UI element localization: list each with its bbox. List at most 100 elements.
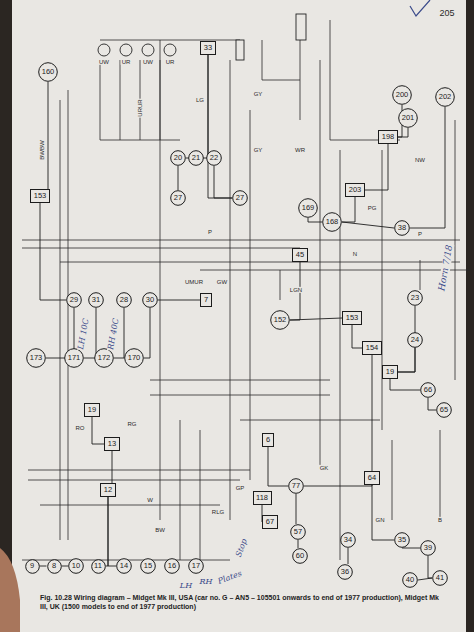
lamp-symbol: 65: [436, 402, 452, 418]
lamp-circle: [299, 199, 318, 218]
lamp-symbol: 60: [292, 548, 308, 564]
callout-number: 27: [236, 194, 244, 202]
lamp-symbol: 30: [142, 292, 158, 308]
wire-code: UR: [165, 59, 176, 65]
component-box: 13: [104, 437, 120, 451]
callout-number: 169: [302, 204, 315, 212]
lamp-symbols: [98, 14, 306, 60]
callout-number: 22: [210, 154, 218, 162]
callout-number: 11: [94, 562, 102, 570]
lamp-circle: [408, 291, 423, 306]
wire: [108, 497, 116, 566]
lamp-symbol: 202: [435, 87, 455, 107]
wire-code: GN: [375, 517, 386, 523]
wire: [402, 548, 420, 549]
figure-caption: Fig. 10.28 Wiring diagram – Midget Mk II…: [40, 594, 440, 612]
wire-code: UW: [98, 59, 110, 65]
lamp-symbol: 23: [407, 290, 423, 306]
callout-number: 203: [349, 186, 362, 194]
lamp-symbol: 171: [64, 348, 84, 368]
lamp-circle: [143, 293, 158, 308]
callout-number: 16: [168, 562, 176, 570]
wire-code: GK: [319, 465, 330, 471]
lamp-circle: [323, 213, 342, 232]
callout-number: 201: [402, 114, 415, 122]
wire: [410, 107, 445, 228]
component-box: 12: [100, 483, 116, 497]
callout-number: 14: [120, 562, 128, 570]
callout-number: 198: [382, 133, 395, 141]
lamp-circle: [399, 109, 418, 128]
wire-code: BW: [154, 527, 166, 533]
callout-number: 170: [128, 354, 141, 362]
callout-number: 9: [30, 562, 34, 570]
wire-code: RO: [75, 425, 86, 431]
lamp-circle: [27, 349, 46, 368]
wire: [428, 398, 436, 410]
lamp-circle: [338, 565, 353, 580]
component-box: 6: [262, 433, 274, 447]
lamp-circle: [421, 541, 436, 556]
wire-code: LGN: [289, 287, 303, 293]
wire: [296, 494, 297, 524]
lamp-symbol: 9: [25, 559, 40, 574]
callout-number: 171: [68, 354, 81, 362]
lamp-symbol: 20: [170, 150, 186, 166]
box-rect: [343, 312, 362, 325]
lamp-symbol: 152: [270, 310, 290, 330]
lamp-circle: [271, 311, 290, 330]
box-rect: [31, 190, 50, 203]
wire-code: P: [207, 229, 213, 235]
lamp-circle: [47, 559, 61, 573]
callout-number: 35: [398, 536, 406, 544]
component-box: 19: [382, 365, 398, 379]
paper-page: [12, 0, 466, 632]
callout-number: 67: [266, 518, 274, 526]
box-rect: [363, 342, 382, 355]
lamp-symbol: 36: [337, 564, 353, 580]
wire-code: 205: [438, 9, 455, 18]
lamp-symbol: 29: [66, 292, 82, 308]
wire-code: URUR: [137, 98, 143, 117]
lamp-circle: [91, 559, 105, 573]
component-box: 154: [362, 341, 382, 355]
handwritten-note: RH: [199, 578, 214, 586]
callout-number: 38: [398, 224, 406, 232]
wire: [342, 222, 394, 228]
lamp-symbol: 38: [394, 220, 410, 236]
lamp-symbol: 31: [88, 292, 104, 308]
callout-number: 33: [204, 44, 212, 52]
lamp-symbol: 200: [392, 85, 412, 105]
wire-code: GY: [253, 147, 264, 153]
lamp-circle: [165, 559, 180, 574]
lamp-circle: [341, 533, 356, 548]
lamp-symbol: 8: [47, 559, 62, 574]
hand: [0, 548, 20, 632]
box-rect: [201, 294, 212, 307]
wire-code: LG: [195, 97, 205, 103]
wire: [268, 447, 288, 486]
wire: [158, 300, 200, 301]
wire-code: GP: [235, 485, 246, 491]
callout-number: 19: [88, 406, 96, 414]
callout-number: 6: [266, 436, 270, 444]
wire-code: WR: [294, 147, 306, 153]
lamp-circle: [189, 151, 204, 166]
box-rect: [383, 366, 398, 379]
lamp-circle: [421, 383, 436, 398]
wire: [398, 128, 408, 137]
box-rect: [365, 472, 380, 485]
callout-number: 39: [424, 544, 432, 552]
box-rect: [201, 42, 216, 55]
lamp-circle: [125, 349, 144, 368]
callout-number: 60: [296, 552, 304, 560]
callout-number: 65: [440, 406, 448, 414]
wire: [40, 566, 47, 567]
lamp-circle: [95, 349, 114, 368]
callout-number: 152: [274, 316, 287, 324]
lamp-symbol: 168: [322, 212, 342, 232]
box-rect: [101, 484, 116, 497]
wire-code: PG: [367, 205, 378, 211]
wire: [298, 540, 299, 548]
callout-number: 64: [368, 474, 376, 482]
